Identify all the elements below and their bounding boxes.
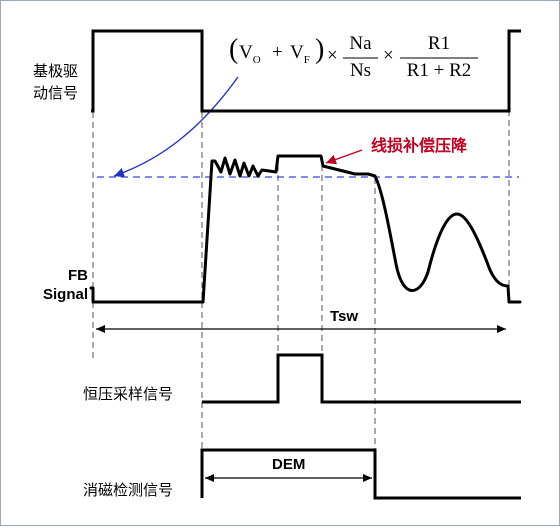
formula-plus: + [272,42,283,63]
formula-times-1: × [327,45,338,66]
formula-pointer-arrow [113,76,239,178]
cv-sample-waveform [202,353,521,404]
formula-vf: VF [290,42,310,66]
line-loss-compensation-label: 线损补偿压降 [371,136,468,155]
formula-vo: VO [239,42,261,66]
demag-detect-label: 消磁检测信号 [83,481,174,499]
formula-ns: Ns [349,60,372,81]
demag-detect-waveform [200,448,521,500]
gate-drive-waveform [91,29,521,113]
fb-signal-waveform [89,154,522,304]
dashed-guide-lines [92,40,510,498]
formula-left-paren: ( [229,34,239,65]
dem-label: DEM [272,456,306,473]
tsw-label: Tsw [330,308,359,325]
gate-drive-label-line2: 动信号 [33,84,79,102]
cv-sample-label: 恒压采样信号 [83,385,174,403]
formula-r1-numerator: R1 [427,33,451,54]
fb-label-line1: FB [68,267,88,284]
fb-label-line2: Signal [42,286,88,303]
formula-na: Na [349,33,372,54]
gate-drive-label-line1: 基极驱 [33,62,79,80]
line-loss-pointer-arrow [325,149,363,165]
formula-times-2: × [383,45,394,66]
formula-r1-denominator: R1 + R2 [406,60,472,81]
formula-right-paren: ) [315,34,325,65]
